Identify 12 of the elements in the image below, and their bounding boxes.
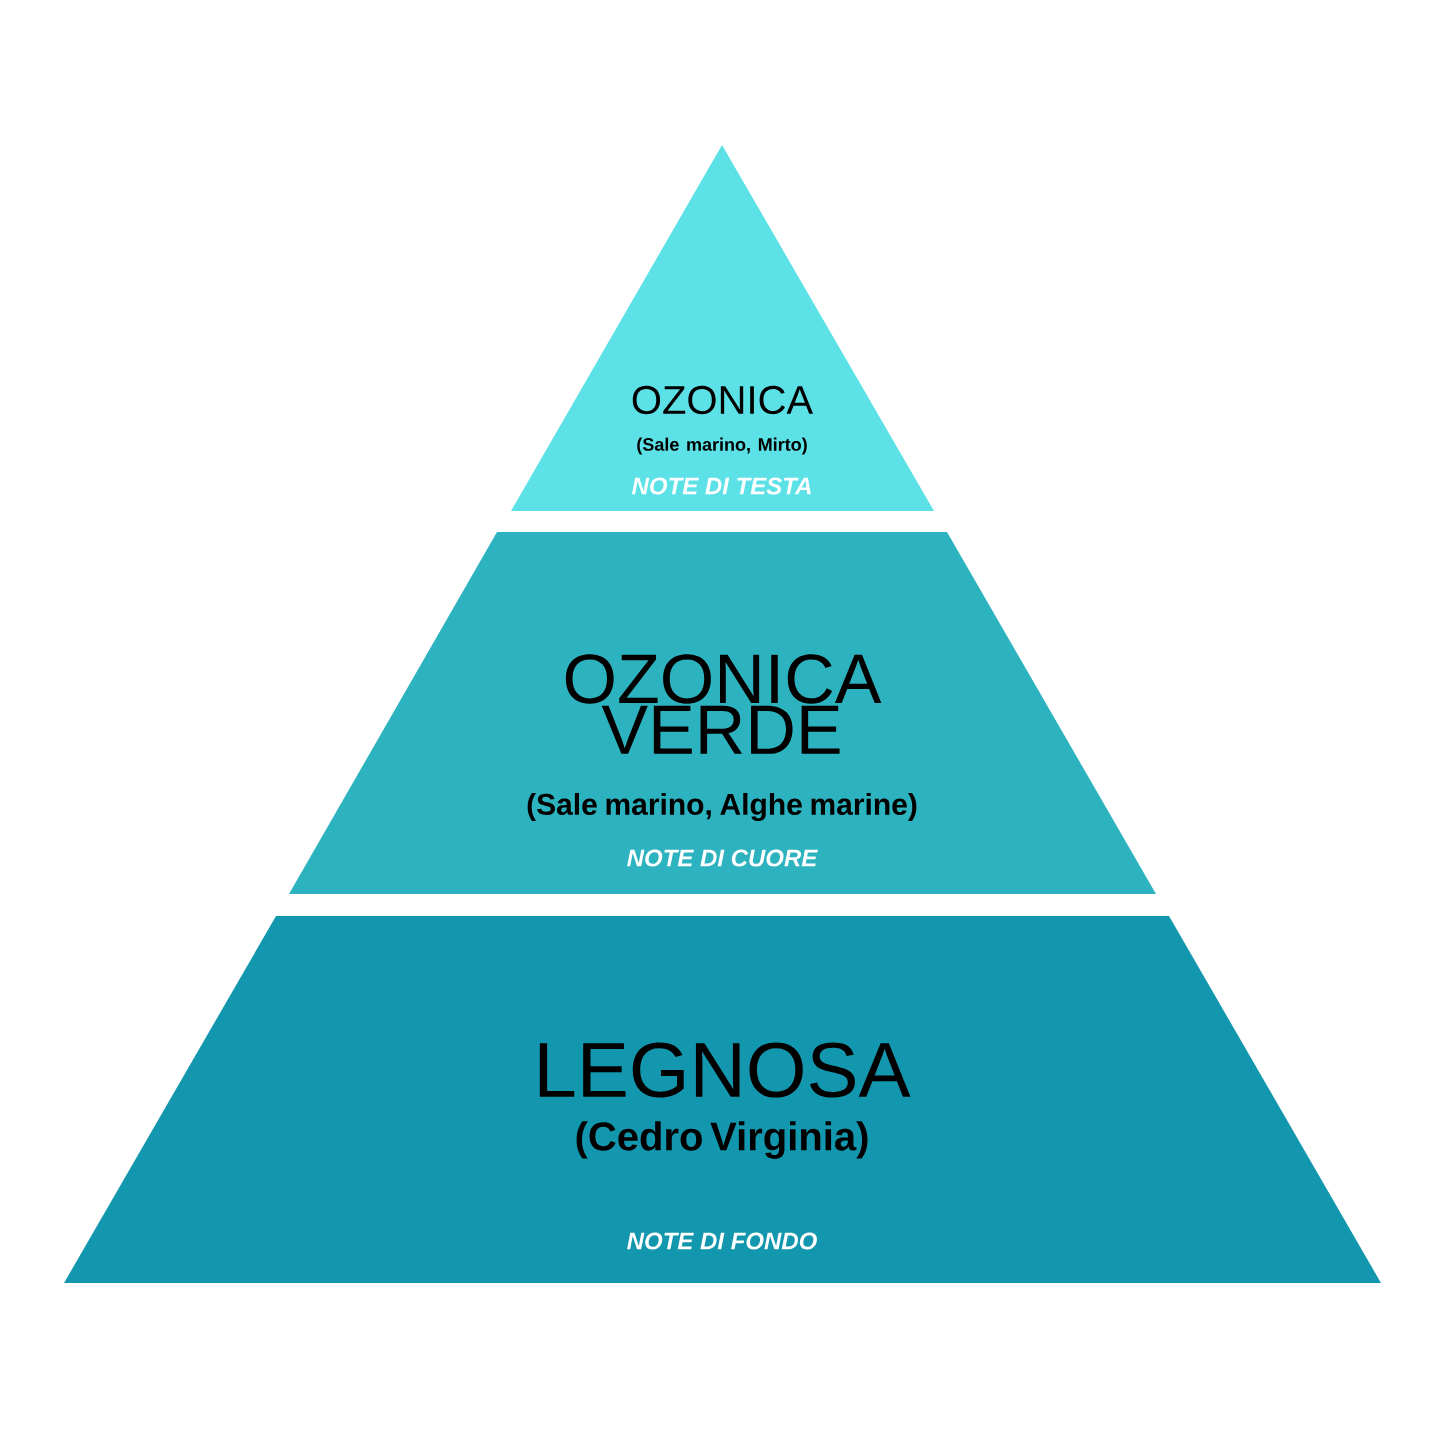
note-label: NOTE DI FONDO (627, 1232, 817, 1250)
pyramid-level-name: OZONICA (632, 385, 814, 415)
note-label: NOTE DI TESTA (631, 477, 811, 495)
pyramid-level (511, 145, 934, 511)
pyramid-level (64, 916, 1381, 1283)
ingredients-text: (Sale marino, Mirto) (637, 437, 807, 455)
note-label: NOTE DI CUORE (627, 849, 818, 867)
pyramid-level-name: LEGNOSA (539, 1042, 911, 1098)
ingredients-text: (Sale marino, Alghe marine) (527, 792, 917, 822)
pyramid-level (289, 532, 1156, 894)
pyramid-level-name: OZONICA VERDE (565, 654, 882, 754)
ingredients-text: (Cedro Virginia) (576, 1121, 868, 1159)
